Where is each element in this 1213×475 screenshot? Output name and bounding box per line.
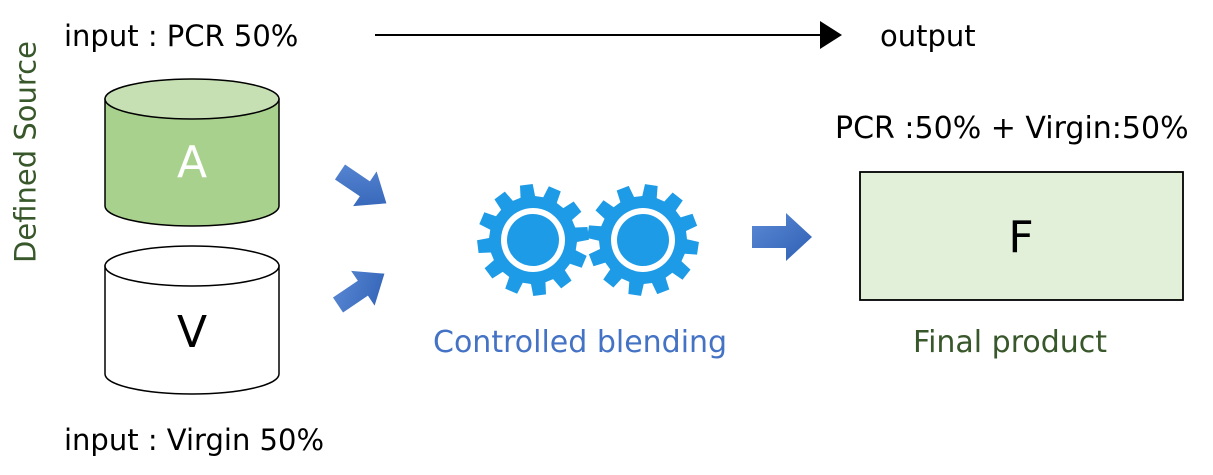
arrow-v-to-blend: [332, 270, 385, 313]
controlled-blending-label: Controlled blending: [433, 325, 728, 360]
source-v-letter: V: [176, 307, 208, 358]
output-label: output: [880, 19, 976, 53]
source-a-letter: A: [176, 137, 208, 188]
gear-icon: [587, 184, 699, 296]
defined-source-label: Defined Source: [8, 41, 43, 263]
final-formula-label: PCR :50% + Virgin:50%: [835, 111, 1189, 146]
flow-arrow-top: [375, 21, 842, 49]
final-product-box: [859, 171, 1184, 301]
gear-icon: [477, 184, 589, 296]
arrow-blend-to-final: [752, 213, 812, 261]
cylinder-a: [104, 78, 280, 227]
arrow-a-to-blend: [334, 164, 387, 207]
input-pcr-label: input : PCR 50%: [64, 19, 299, 53]
cylinder-v: [104, 245, 280, 395]
final-letter: F: [1008, 212, 1034, 263]
input-virgin-label: input : Virgin 50%: [64, 423, 324, 457]
gears-icon: [477, 184, 699, 296]
final-product-label: Final product: [913, 325, 1108, 360]
